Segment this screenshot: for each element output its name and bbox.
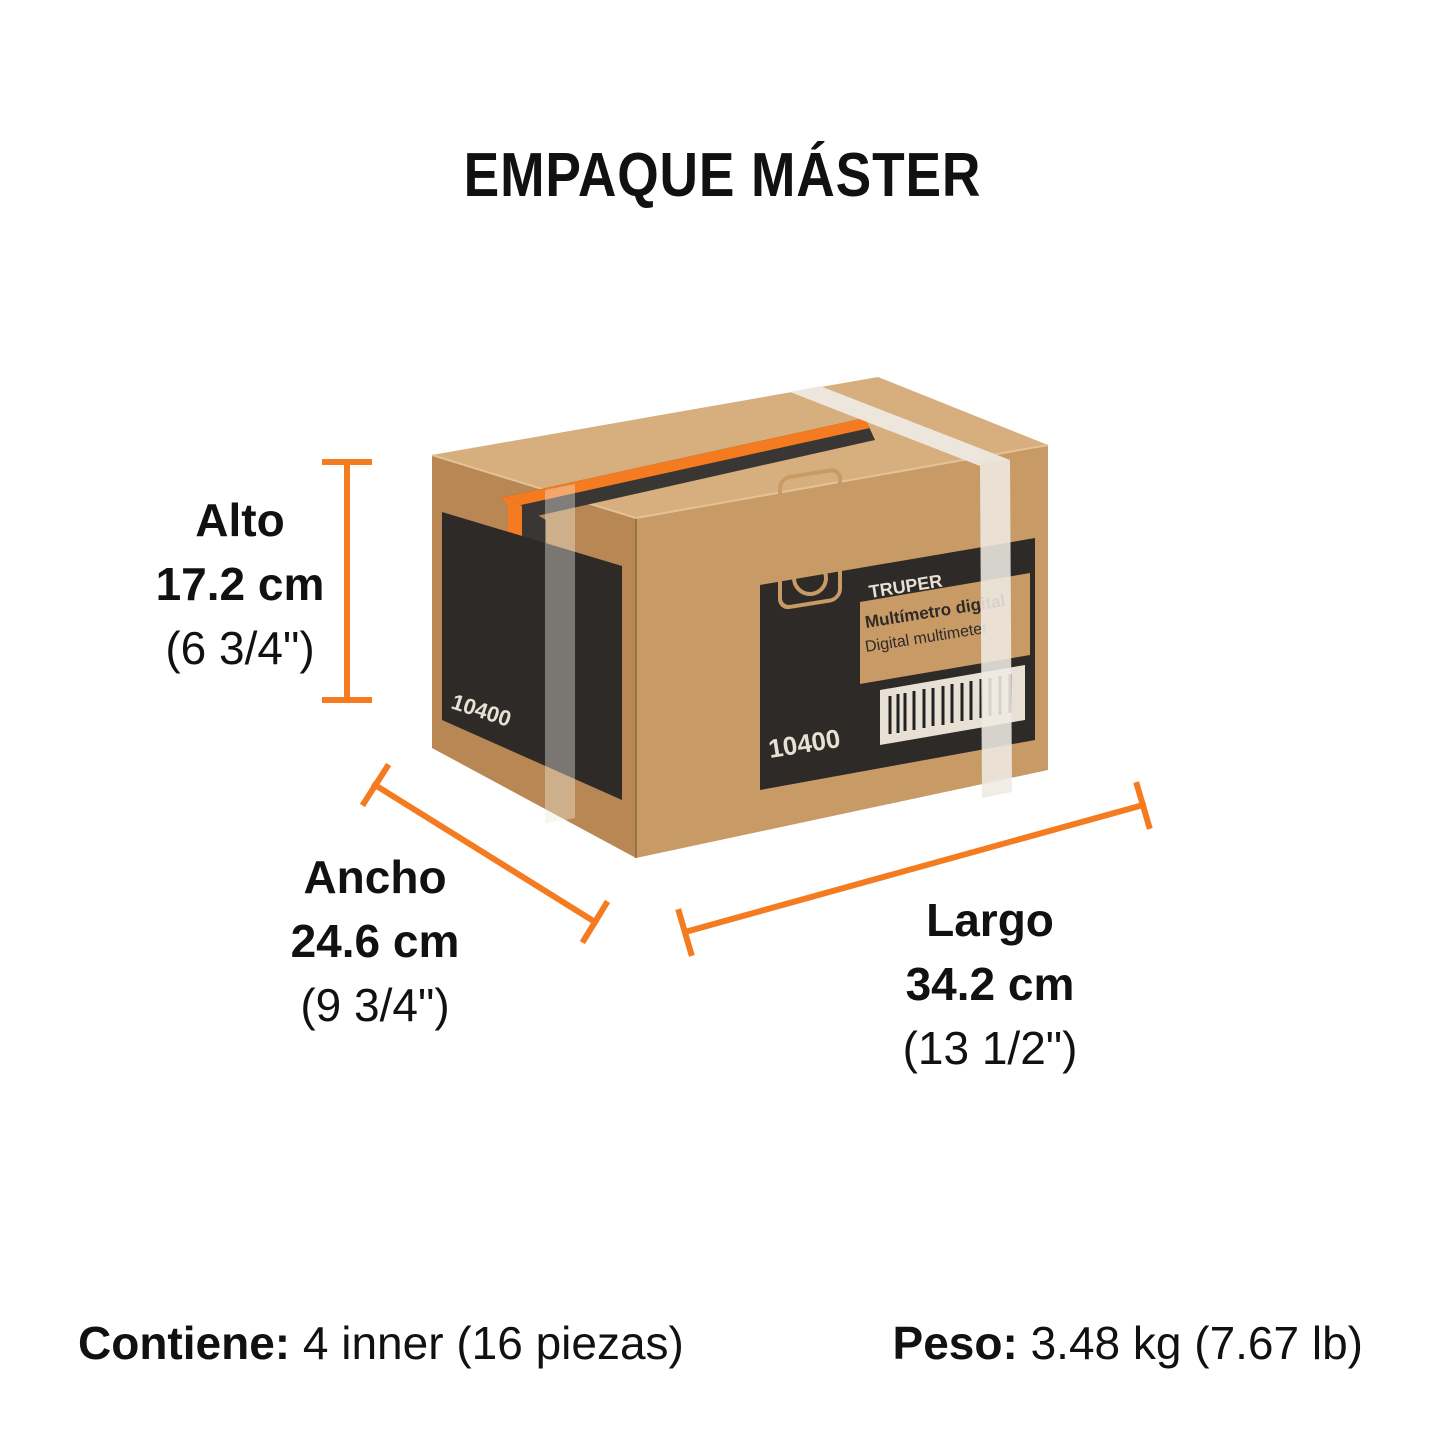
alto-value: 17.2 cm (155, 558, 325, 610)
cardboard-box: TRUPER Multímetro digital Digital multim… (431, 377, 1049, 858)
strap-top (790, 386, 1010, 466)
page-title: EMPAQUE MÁSTER (463, 141, 982, 210)
alto-dimension-line (322, 459, 372, 703)
multimeter-icon (778, 468, 842, 610)
alto-dimension: Alto 17.2 cm (6 3/4") (130, 488, 350, 680)
contents-label: Contiene: (78, 1317, 291, 1369)
ancho-value: 24.6 cm (290, 915, 460, 967)
largo-dimension-line (675, 781, 1153, 957)
alto-imperial: (6 3/4") (165, 622, 315, 674)
largo-imperial: (13 1/2") (902, 1022, 1078, 1074)
largo-value: 34.2 cm (905, 958, 1075, 1010)
side-label-panel (442, 512, 622, 800)
strap-front (980, 460, 1012, 798)
weight-label: Peso: (892, 1317, 1018, 1369)
weight-value: 3.48 kg (7.67 lb) (1030, 1317, 1363, 1369)
largo-label: Largo (926, 894, 1054, 946)
alto-label: Alto (195, 494, 285, 546)
ancho-dimension-line (359, 762, 611, 945)
ancho-imperial: (9 3/4") (300, 979, 450, 1031)
contents-info: Contiene: 4 inner (16 piezas) (78, 1316, 684, 1370)
ancho-label: Ancho (303, 851, 447, 903)
weight-info: Peso: 3.48 kg (7.67 lb) (893, 1316, 1363, 1370)
contents-value: 4 inner (16 piezas) (302, 1317, 684, 1369)
largo-dimension: Largo 34.2 cm (13 1/2") (875, 888, 1105, 1080)
ancho-dimension: Ancho 24.6 cm (9 3/4") (260, 845, 490, 1037)
